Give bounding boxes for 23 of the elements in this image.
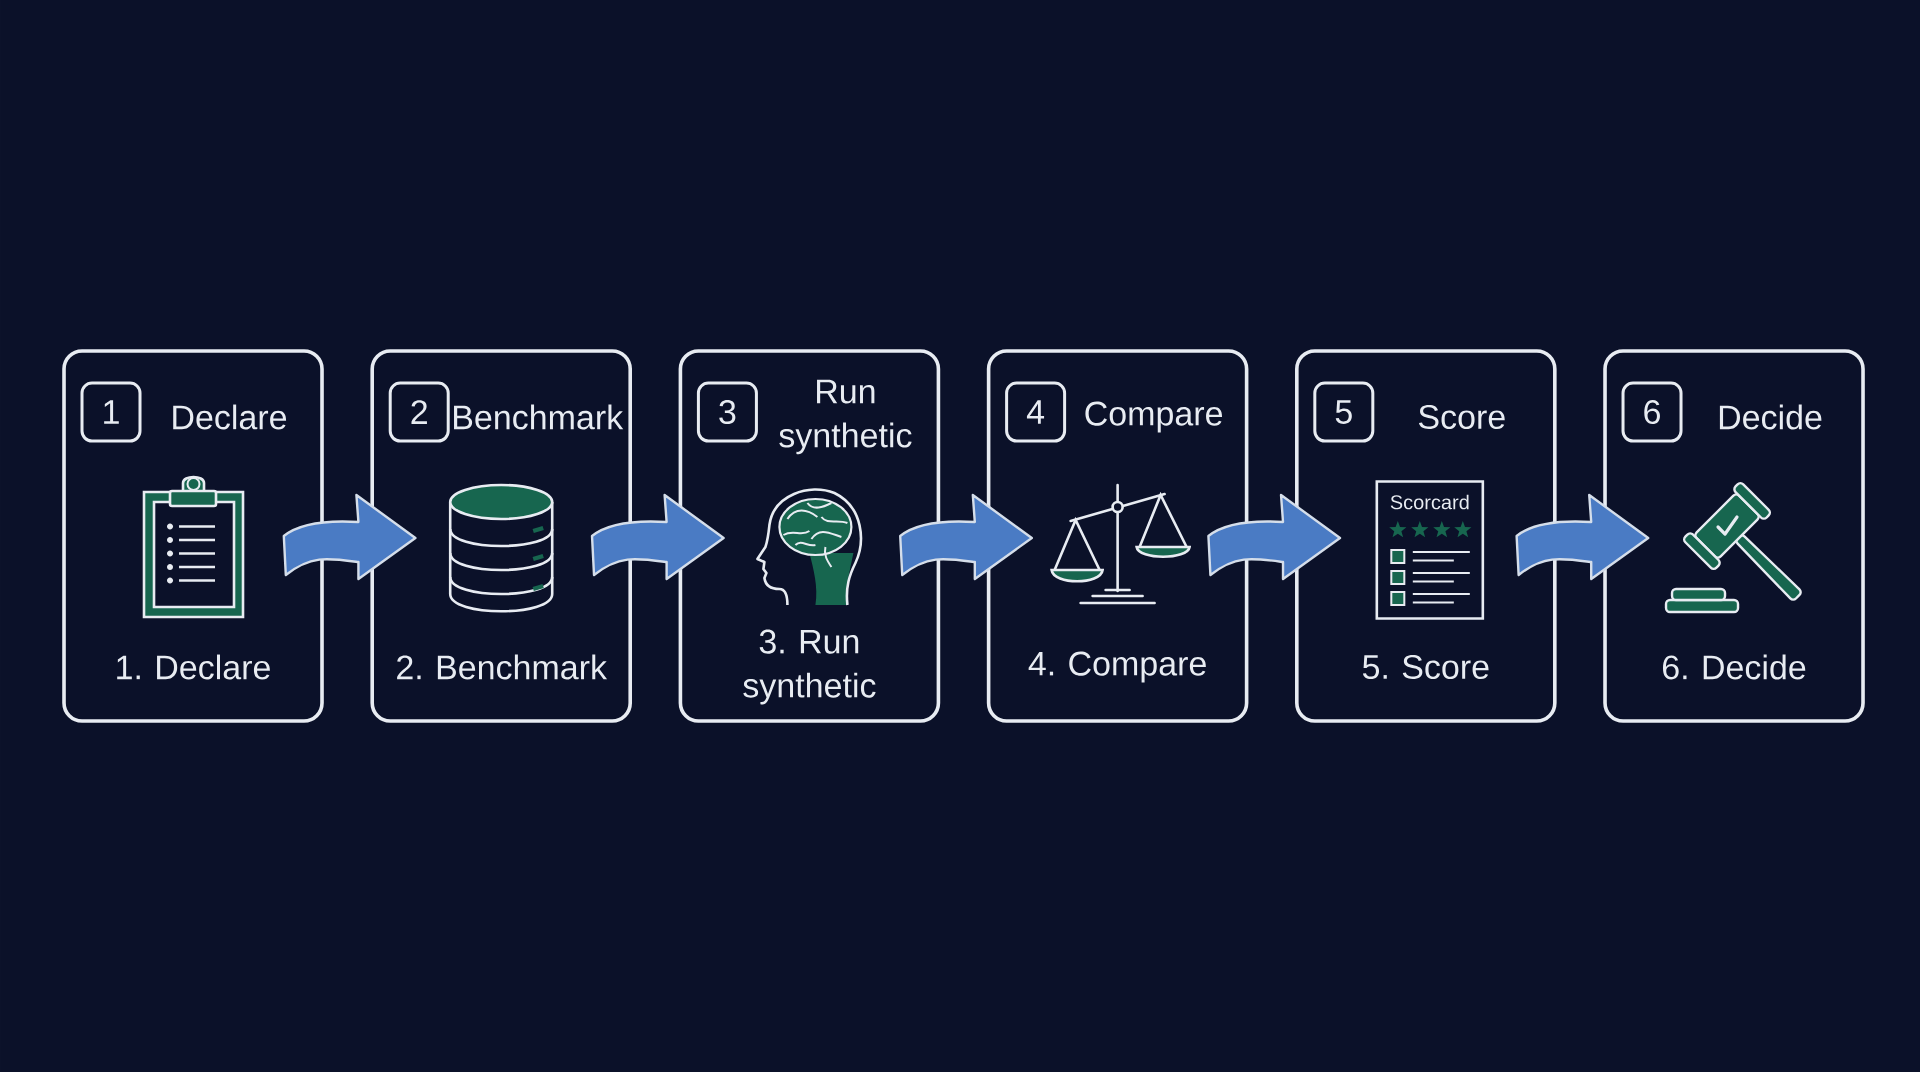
step-caption: 1. Declare: [117, 654, 270, 680]
number-badge: 6: [1621, 381, 1683, 443]
block-arrow: [1515, 493, 1650, 581]
step-caption: 3. Run synthetic: [743, 629, 876, 705]
card-title: Score: [1418, 404, 1505, 430]
card-title: Decide: [1719, 404, 1822, 430]
card-title: Benchmark: [454, 404, 624, 430]
block-arrow: [282, 493, 417, 581]
number-badge: 1: [80, 381, 142, 443]
step-caption: 6. Decide: [1663, 654, 1806, 680]
number-badge: 5: [1313, 381, 1375, 443]
card-title: Run synthetic: [779, 379, 912, 455]
step-caption: 5. Score: [1362, 654, 1489, 680]
block-arrow: [899, 493, 1033, 581]
block-arrow: [1207, 493, 1342, 581]
block-arrow: [590, 493, 725, 581]
number-badge: 3: [696, 381, 758, 443]
card-title: Compare: [1085, 401, 1222, 433]
card-title: Declare: [173, 404, 287, 430]
number-badge: 4: [1005, 381, 1067, 443]
step-caption: 2. Benchmark: [397, 654, 608, 680]
step-caption: 4. Compare: [1028, 651, 1206, 683]
number-badge: 2: [388, 381, 450, 443]
